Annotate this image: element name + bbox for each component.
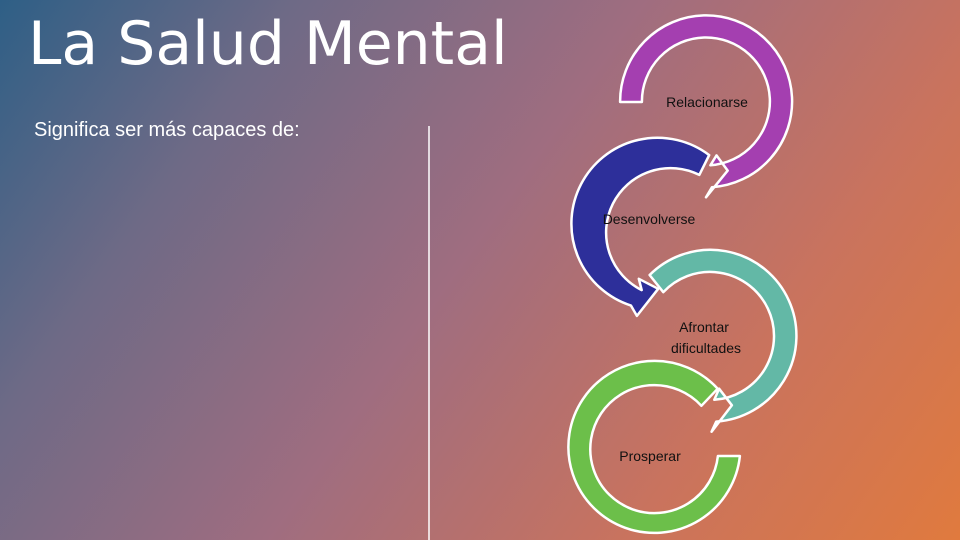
vertical-divider [428, 126, 430, 540]
step-arc-prosperar [567, 359, 742, 535]
step-arc-afrontar [648, 248, 798, 433]
step-arc-relacionarse [618, 14, 794, 199]
step-label-afrontar: Afrontar [679, 319, 729, 335]
step-label-prosperar: Prosperar [619, 448, 681, 464]
step-label-dificultades: dificultades [671, 340, 741, 356]
slide-subtitle: Significa ser más capaces de: [34, 119, 300, 141]
step-label-desenvolverse: Desenvolverse [603, 211, 696, 227]
step-arc-desenvolverse [570, 136, 711, 318]
slide-title: La Salud Mental [28, 9, 508, 79]
step-label-relacionarse: Relacionarse [666, 94, 748, 110]
